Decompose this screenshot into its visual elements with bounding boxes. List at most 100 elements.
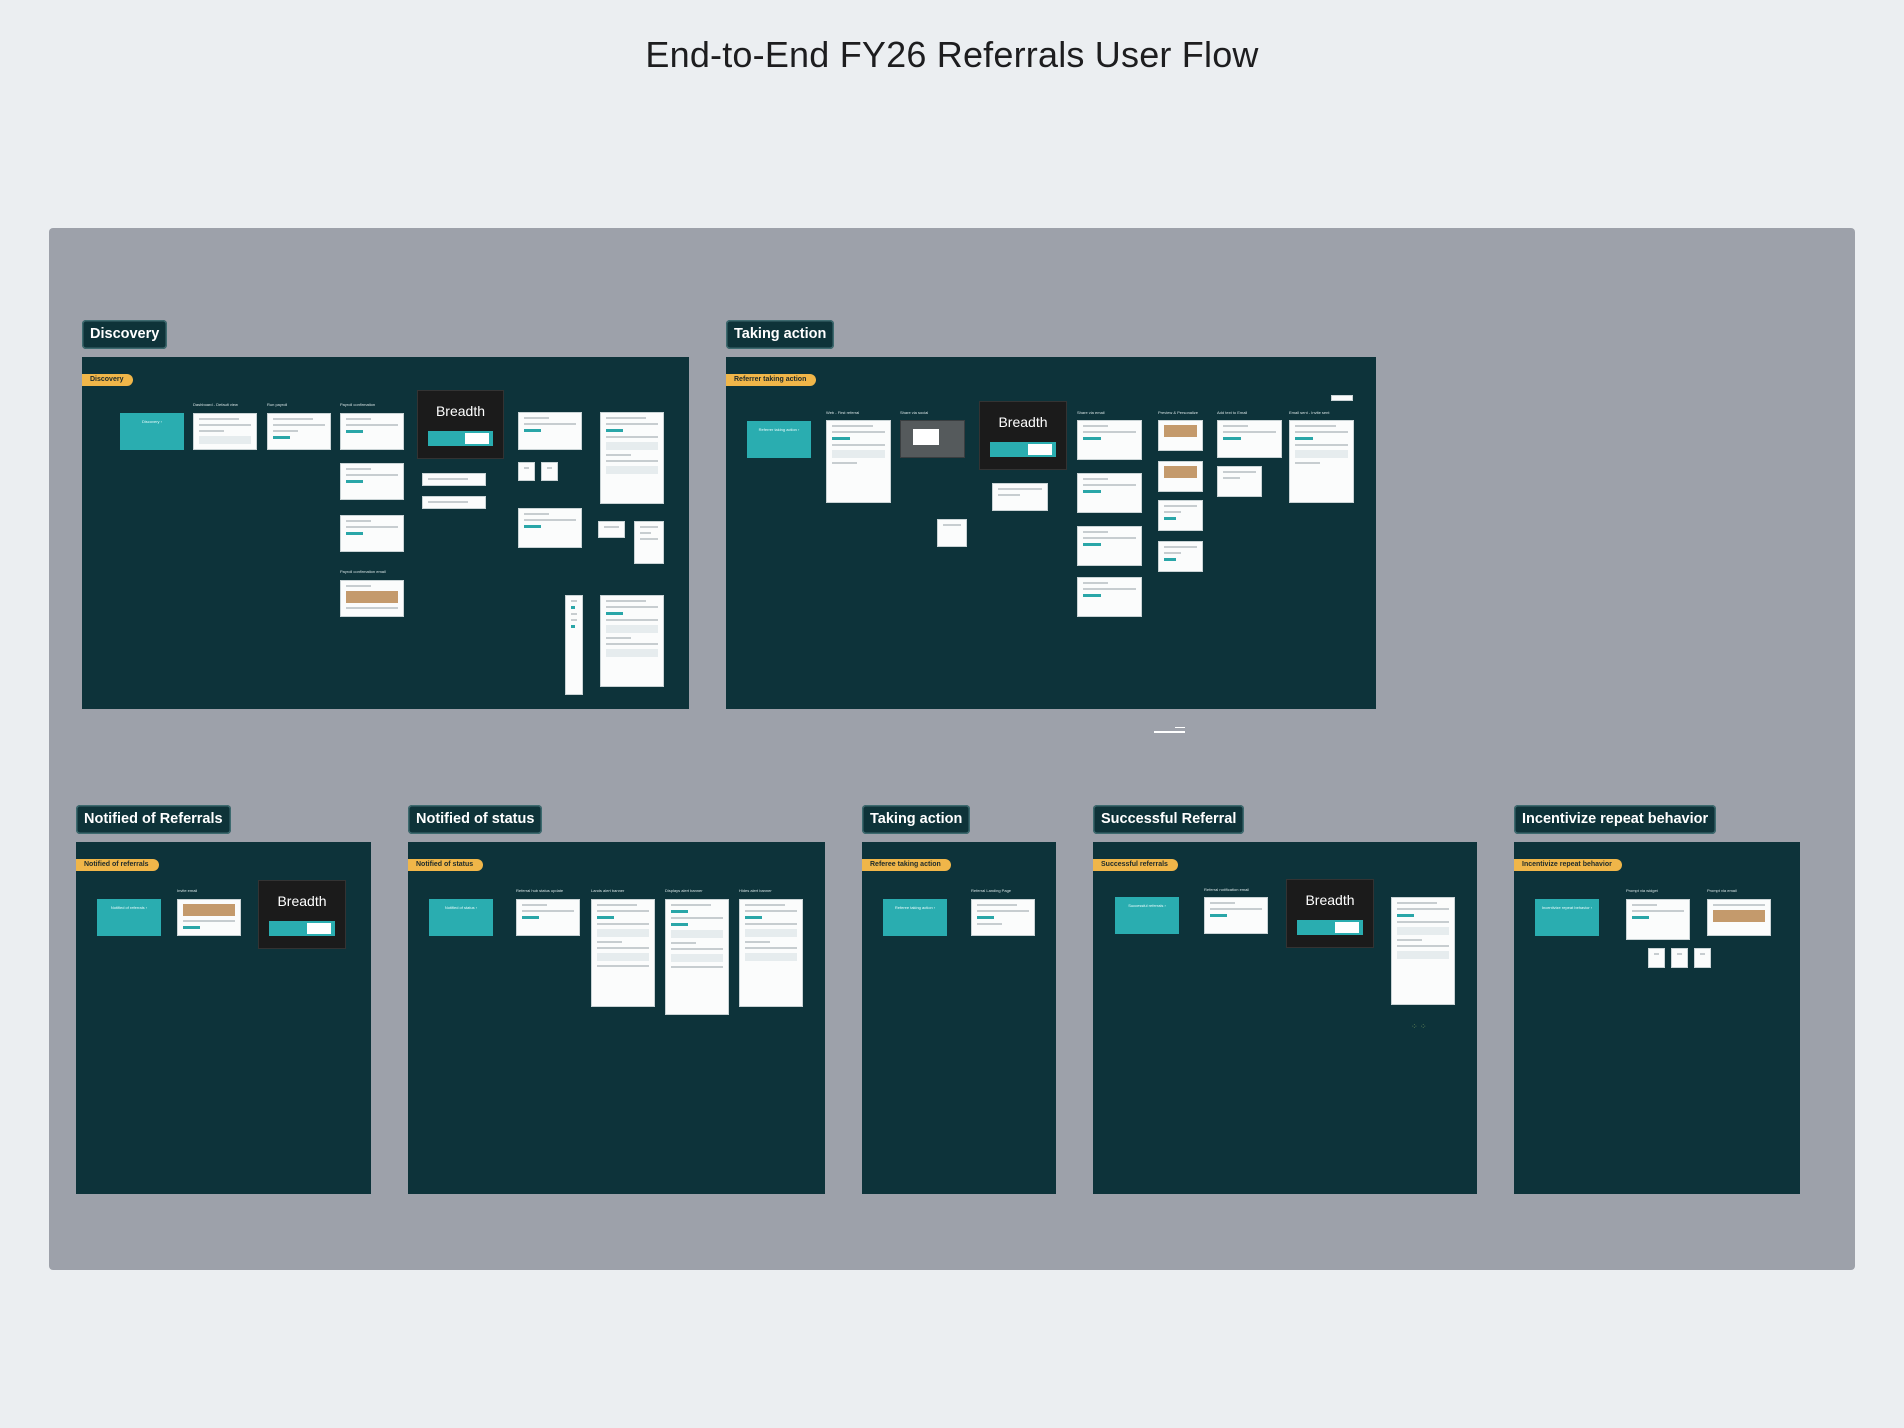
- step-label: Prompt via email: [1707, 888, 1737, 893]
- screen-thumbnail[interactable]: [340, 580, 404, 617]
- page-title: End-to-End FY26 Referrals User Flow: [645, 34, 1259, 75]
- step-label: Referral Landing Page: [971, 888, 1012, 893]
- screen-thumbnail[interactable]: [1158, 420, 1203, 451]
- screen-thumbnail[interactable]: [340, 515, 404, 552]
- screen-thumbnail[interactable]: [518, 508, 582, 548]
- referrer-start-card[interactable]: Referrer taking action ›: [747, 421, 811, 458]
- notified-status-start-card[interactable]: Notified of status ›: [429, 899, 493, 936]
- section-tag-taking-action[interactable]: Taking action: [726, 320, 835, 349]
- section-tag-notified-referrals[interactable]: Notified of Referrals: [76, 805, 231, 834]
- step-label: Payroll confirmation: [340, 402, 376, 407]
- step-label: Displays alert banner: [665, 888, 703, 893]
- step-label: Invite email: [177, 888, 198, 893]
- step-label: Lands alert banner: [591, 888, 625, 893]
- screen-thumbnail[interactable]: [267, 413, 331, 450]
- breadth-card[interactable]: Breadth: [259, 881, 345, 948]
- step-label: Email sent - Invite sent: [1289, 410, 1330, 415]
- breadth-card[interactable]: Breadth: [418, 391, 503, 458]
- screen-thumbnail[interactable]: [177, 899, 241, 936]
- screen-thumbnail[interactable]: [1707, 899, 1771, 936]
- step-label: Share via email: [1077, 410, 1105, 415]
- screen-thumbnail[interactable]: [739, 899, 803, 1007]
- discovery-pill: Discovery: [82, 374, 134, 386]
- screen-thumbnail[interactable]: [900, 420, 965, 458]
- notified-referrals-pill: Notified of referrals: [76, 859, 159, 871]
- screen-thumbnail[interactable]: [565, 595, 583, 695]
- discovery-start-card[interactable]: Discovery ›: [120, 413, 184, 450]
- screen-thumbnail[interactable]: [826, 420, 891, 503]
- incentivize-pill: Incentivize repeat behavior: [1514, 859, 1622, 871]
- section-tag-discovery[interactable]: Discovery: [82, 320, 168, 349]
- successful-referral-pill: Successful referrals: [1093, 859, 1178, 871]
- step-label: Prompt via widget: [1626, 888, 1658, 893]
- step-label: Run payroll: [267, 402, 288, 407]
- step-label: Dashboard - Default view: [193, 402, 238, 407]
- screen-thumbnail[interactable]: [1217, 420, 1282, 458]
- discovery-frame[interactable]: Discovery Discovery › Dashboard - Defaul…: [82, 357, 689, 709]
- step-label: Referral hub status update: [516, 888, 564, 893]
- successful-referral-start-card[interactable]: Successful referrals ›: [1115, 897, 1179, 934]
- step-label: Share via social: [900, 410, 929, 415]
- section-tag-incentivize[interactable]: Incentivize repeat behavior: [1514, 805, 1717, 834]
- referrer-action-frame[interactable]: Referrer taking action Referrer taking a…: [726, 357, 1376, 709]
- step-label: Add text to Email: [1217, 410, 1248, 415]
- screen-thumbnail[interactable]: [1077, 420, 1142, 460]
- screen-thumbnail[interactable]: [1289, 420, 1354, 503]
- screen-thumbnail[interactable]: [1391, 897, 1455, 1005]
- successful-referral-frame[interactable]: Successful referrals Successful referral…: [1093, 842, 1477, 1194]
- screen-thumbnail[interactable]: [600, 595, 664, 687]
- connector-line: [1154, 731, 1185, 733]
- incentivize-start-card[interactable]: Incentivize repeat behavior ›: [1535, 899, 1599, 936]
- screen-thumbnail[interactable]: [516, 899, 580, 936]
- notified-referrals-start-card[interactable]: Notified of referrals ›: [97, 899, 161, 936]
- screen-thumbnail[interactable]: [1158, 541, 1203, 572]
- screen-thumbnail[interactable]: [971, 899, 1035, 936]
- section-tag-taking-action-referee[interactable]: Taking action: [862, 805, 971, 834]
- referee-action-pill: Referee taking action: [862, 859, 951, 871]
- screen-thumbnail[interactable]: [1204, 897, 1268, 934]
- screen-thumbnail[interactable]: [634, 521, 664, 564]
- notified-status-pill: Notified of status: [408, 859, 484, 871]
- screen-thumbnail[interactable]: [1158, 500, 1203, 531]
- referrer-action-pill: Referrer taking action: [726, 374, 817, 386]
- screen-thumbnail[interactable]: [591, 899, 655, 1007]
- screen-thumbnail[interactable]: [541, 462, 558, 481]
- breadth-card[interactable]: Breadth: [1287, 880, 1373, 947]
- screen-thumbnail[interactable]: [340, 463, 404, 500]
- screen-thumbnail[interactable]: [1077, 526, 1142, 566]
- screen-thumbnail[interactable]: [937, 519, 967, 547]
- screen-thumbnail[interactable]: [1648, 948, 1665, 968]
- screen-thumbnail[interactable]: [1694, 948, 1711, 968]
- screen-thumbnail[interactable]: [1331, 395, 1353, 401]
- screen-thumbnail[interactable]: [600, 412, 664, 504]
- screen-thumbnail[interactable]: [422, 473, 486, 486]
- screen-thumbnail[interactable]: [665, 899, 729, 1015]
- step-label: Payroll confirmation email: [340, 569, 386, 574]
- screen-thumbnail[interactable]: [992, 483, 1048, 511]
- screen-thumbnail[interactable]: [598, 521, 625, 538]
- section-tag-notified-status[interactable]: Notified of status: [408, 805, 543, 834]
- notified-referrals-frame[interactable]: Notified of referrals Notified of referr…: [76, 842, 371, 1194]
- sparkle-icon: ⁘ ⁘: [1411, 1022, 1427, 1031]
- step-label: Preview & Personalize: [1158, 410, 1199, 415]
- connector-line: [1175, 727, 1185, 728]
- screen-thumbnail[interactable]: [1077, 577, 1142, 617]
- screen-thumbnail[interactable]: [340, 413, 404, 450]
- section-tag-successful-referral[interactable]: Successful Referral: [1093, 805, 1245, 834]
- screen-thumbnail[interactable]: [193, 413, 257, 450]
- referee-action-frame[interactable]: Referee taking action Referee taking act…: [862, 842, 1056, 1194]
- screen-thumbnail[interactable]: [1158, 461, 1203, 492]
- screen-thumbnail[interactable]: [518, 462, 535, 481]
- referee-start-card[interactable]: Referee taking action ›: [883, 899, 947, 936]
- screen-thumbnail[interactable]: [1626, 899, 1690, 940]
- breadth-card[interactable]: Breadth: [980, 402, 1066, 469]
- screen-thumbnail[interactable]: [1077, 473, 1142, 513]
- notified-status-frame[interactable]: Notified of status Notified of status › …: [408, 842, 825, 1194]
- screen-thumbnail[interactable]: [422, 496, 486, 509]
- step-label: Hides alert banner: [739, 888, 772, 893]
- step-label: Web - First referral: [826, 410, 860, 415]
- incentivize-frame[interactable]: Incentivize repeat behavior Incentivize …: [1514, 842, 1800, 1194]
- screen-thumbnail[interactable]: [1217, 466, 1262, 497]
- screen-thumbnail[interactable]: [1671, 948, 1688, 968]
- screen-thumbnail[interactable]: [518, 412, 582, 450]
